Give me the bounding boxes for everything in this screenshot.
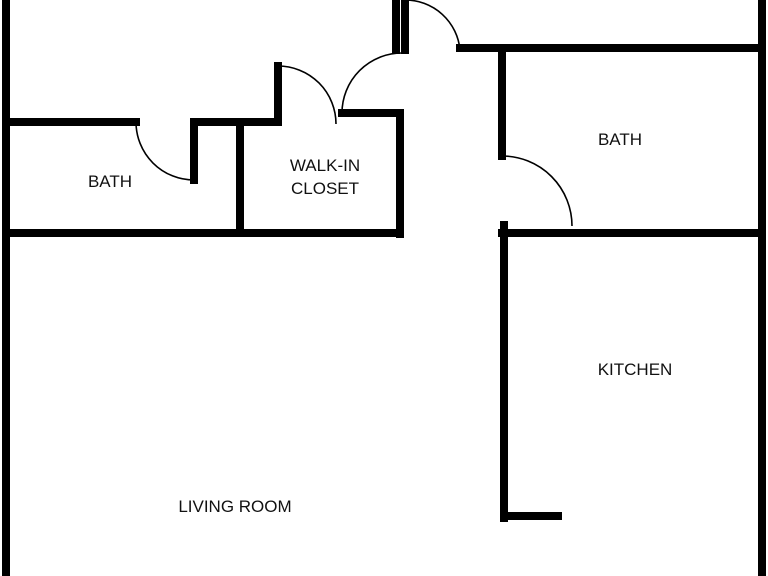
- room-label-bath-left: BATH: [88, 172, 132, 191]
- door-swing-left-bath: [135, 121, 195, 181]
- room-label-kitchen: KITCHEN: [598, 360, 673, 379]
- room-label-walk-in: WALK-IN: [290, 156, 360, 175]
- walls-right-block: [498, 44, 766, 522]
- walls-left-block: [2, 62, 404, 238]
- room-label-closet: CLOSET: [291, 179, 359, 198]
- room-labels: BATH WALK-IN CLOSET BATH KITCHEN LIVING …: [88, 130, 672, 516]
- door-swing-hall: [341, 52, 403, 114]
- room-label-living-room: LIVING ROOM: [178, 497, 291, 516]
- door-swing-right-bath: [501, 155, 573, 227]
- door-swing-entry: [405, 0, 461, 51]
- door-swing-closet: [277, 65, 337, 125]
- walls-upper: [392, 0, 766, 54]
- door-swings: [135, 0, 573, 227]
- room-label-bath-right: BATH: [598, 130, 642, 149]
